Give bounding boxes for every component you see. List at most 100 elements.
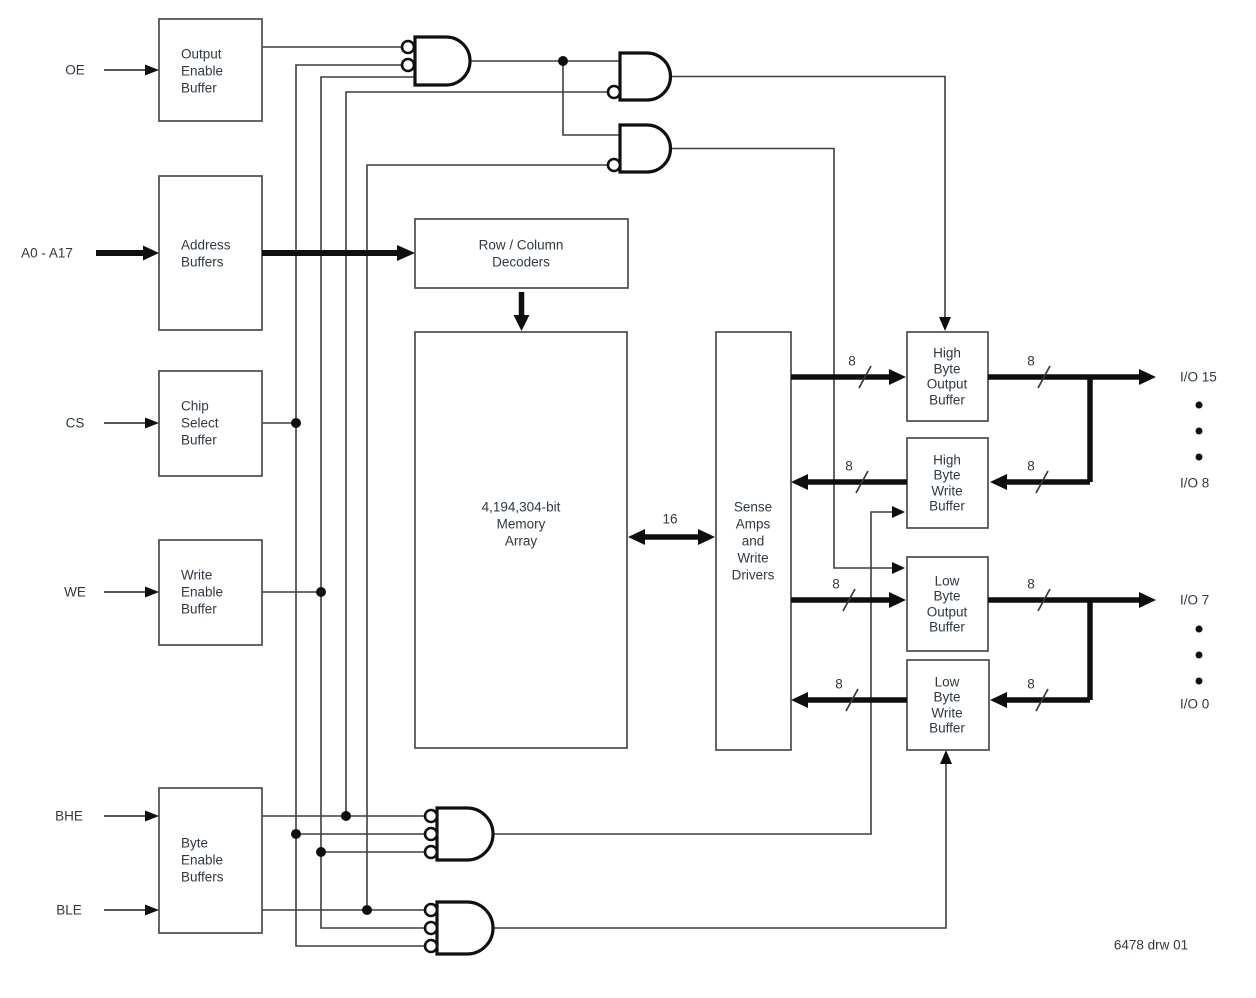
block-label: Memory <box>497 517 546 532</box>
arrow-lbob-io <box>1139 592 1156 608</box>
bus-slash <box>855 470 869 494</box>
inverter-bubble <box>423 938 439 954</box>
ellipsis-dot <box>1195 427 1203 435</box>
block-row-column-decoders: Row / Column Decoders <box>414 218 629 289</box>
io-label-7: I/O 7 <box>1180 593 1209 608</box>
and-gate-read-enable <box>413 35 472 87</box>
input-ports: OE A0 - A17 CS WE BHE BLE <box>21 63 159 918</box>
port-arrow-bhe <box>145 810 159 822</box>
bus-width-labels: 16 8 8 8 8 8 8 8 8 <box>662 354 1051 712</box>
block-high-byte-write-buffer: High Byte Write Buffer <box>906 437 989 529</box>
block-high-byte-output-buffer: High Byte Output Buffer <box>906 331 989 422</box>
block-label: Write <box>931 484 962 499</box>
block-label: Byte <box>933 589 960 604</box>
low-byte-write-buffer-box <box>906 659 990 751</box>
bus-slash <box>842 588 856 612</box>
wire-gate2-to-hbob <box>670 75 946 318</box>
port-arrow-ble <box>145 904 159 916</box>
junction-dots <box>291 56 568 915</box>
inverter-bubble <box>423 844 439 860</box>
and-gate-low-byte-write <box>435 900 495 956</box>
inverter-bubble <box>423 920 439 936</box>
junction-dot <box>316 587 326 597</box>
junction-dot <box>362 905 372 915</box>
wire-ble-vertical <box>366 164 607 910</box>
chip-select-buffer-box <box>158 370 263 477</box>
block-label: Address <box>181 238 231 253</box>
block-label: 4,194,304-bit <box>482 500 561 515</box>
block-label: Buffer <box>929 721 965 736</box>
buses <box>96 245 1156 708</box>
block-byte-enable-buffers: Byte Enable Buffers <box>158 787 263 934</box>
sense-amps-box <box>715 331 792 751</box>
arrow-16-right <box>698 529 715 545</box>
inverter-bubble <box>606 84 622 100</box>
arrow-address-input <box>143 245 159 261</box>
arrow-hbwb-sense <box>791 474 808 490</box>
block-write-enable-buffer: Write Enable Buffer <box>158 539 263 646</box>
block-label: Buffers <box>181 255 224 270</box>
block-label: Write <box>931 706 962 721</box>
bus-width-8: 8 <box>848 354 856 369</box>
inverter-bubble <box>423 826 439 842</box>
control-wires <box>262 46 952 947</box>
port-label-cs: CS <box>66 416 85 431</box>
arrow-gate3-lbob <box>892 562 905 574</box>
bus-slash <box>1035 470 1049 494</box>
block-label: Buffer <box>181 433 217 448</box>
byte-enable-buffers-box <box>158 787 263 934</box>
block-label: Byte <box>933 468 960 483</box>
port-label-addr: A0 - A17 <box>21 246 73 261</box>
block-label: Write <box>737 551 768 566</box>
wire-cs-vertical <box>295 64 424 947</box>
logic-gates <box>400 35 673 956</box>
arrow-decoders-memory <box>513 315 530 331</box>
block-label: Sense <box>734 500 772 515</box>
junction-dot <box>316 847 326 857</box>
memory-array-box <box>414 331 628 749</box>
block-label: Buffer <box>929 499 965 514</box>
junction-dot <box>291 829 301 839</box>
bus-width-16: 16 <box>662 512 677 527</box>
arrow-16-left <box>628 529 645 545</box>
low-byte-output-buffer-box <box>906 556 989 652</box>
drawing-number: 6478 drw 01 <box>1114 938 1188 953</box>
ellipsis-dot <box>1195 401 1203 409</box>
block-output-enable-buffer: Output Enable Buffer <box>158 18 263 122</box>
output-enable-buffer-box <box>158 18 263 122</box>
inverter-bubble <box>423 902 439 918</box>
bus-width-8: 8 <box>845 459 853 474</box>
write-enable-buffer-box <box>158 539 263 646</box>
junction-dot <box>291 418 301 428</box>
block-label: Select <box>181 416 219 431</box>
block-label: Write <box>181 568 212 583</box>
bus-slash <box>1037 588 1051 612</box>
bus-slash <box>845 688 859 712</box>
address-buffers-box <box>158 175 263 331</box>
block-label: Buffer <box>929 393 965 408</box>
block-label: Array <box>505 534 538 549</box>
wire-we-vertical <box>320 76 424 929</box>
block-label: Buffers <box>181 870 224 885</box>
block-label: Drivers <box>732 568 775 583</box>
block-label: Output <box>927 377 968 392</box>
arrow-address-decoders <box>397 245 415 261</box>
arrow-sense-hbob <box>889 369 906 385</box>
bus-slash <box>1035 688 1049 712</box>
junction-dot <box>558 56 568 66</box>
block-label: Row / Column <box>479 238 564 253</box>
arrow-gate2-hbob <box>939 317 951 331</box>
block-label: Buffer <box>181 602 217 617</box>
block-label: High <box>933 346 961 361</box>
inverter-bubble <box>423 808 439 824</box>
block-sense-amps: Sense Amps and Write Drivers <box>715 331 792 751</box>
block-address-buffers: Address Buffers <box>158 175 263 331</box>
block-label: Byte <box>181 836 208 851</box>
arrow-lbwb-sense <box>791 692 808 708</box>
port-arrow-we <box>145 586 159 598</box>
high-byte-output-buffer-box <box>906 331 989 422</box>
block-label: Enable <box>181 585 223 600</box>
io-label-8: I/O 8 <box>1180 476 1209 491</box>
block-label: High <box>933 453 961 468</box>
block-label: Low <box>935 675 960 690</box>
